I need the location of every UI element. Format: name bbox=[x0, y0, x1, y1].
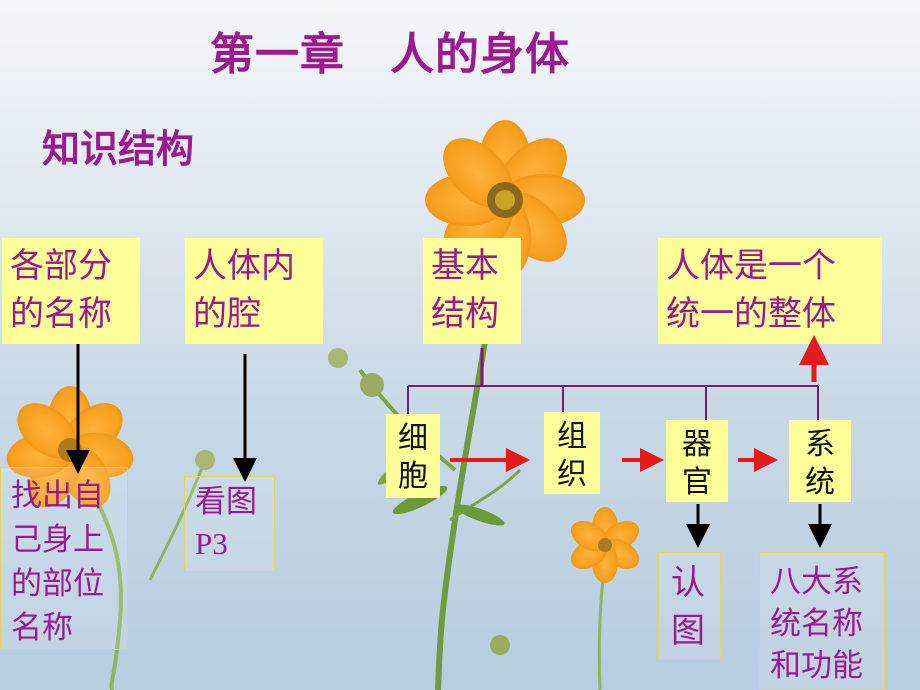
find-note-line-2: 己身上 bbox=[11, 522, 104, 558]
see-note-line-1: 看图 bbox=[195, 484, 257, 520]
tissue-char-2: 织 bbox=[557, 457, 587, 492]
recognize-figure-note: 认 图 bbox=[658, 552, 721, 660]
find-note-line-3: 的部位 bbox=[11, 566, 104, 602]
find-note-line-4: 名称 bbox=[11, 610, 73, 646]
part-names-line-1: 各部分 bbox=[10, 246, 112, 286]
basic-structure-box: 基本 结构 bbox=[423, 238, 521, 344]
system-char-1: 系 bbox=[805, 427, 835, 462]
part-names-line-2: 的名称 bbox=[10, 294, 112, 334]
part-names-box: 各部分 的名称 bbox=[2, 238, 140, 344]
body-cavity-line-2: 的腔 bbox=[193, 294, 261, 334]
see-figure-note: 看图 P3 bbox=[184, 476, 275, 572]
see-note-line-2: P3 bbox=[195, 526, 228, 561]
slide-title: 第一章 人的身体 bbox=[210, 29, 570, 80]
eight-systems-note: 八大系 统名称 和功能 bbox=[759, 552, 885, 690]
system-box: 系 统 bbox=[789, 420, 851, 502]
organ-char-2: 官 bbox=[682, 465, 712, 500]
tissue-box: 组 织 bbox=[544, 412, 600, 494]
find-body-parts-note: 找出自 己身上 的部位 名称 bbox=[0, 467, 128, 650]
find-note-line-1: 找出自 bbox=[11, 478, 104, 514]
section-heading: 知识结构 bbox=[42, 127, 195, 171]
body-cavity-line-1: 人体内 bbox=[193, 246, 295, 286]
unified-whole-line-1: 人体是一个 bbox=[666, 246, 836, 286]
cell-char-2: 胞 bbox=[398, 459, 428, 494]
organ-box: 器 官 bbox=[666, 420, 728, 502]
unified-whole-line-2: 统一的整体 bbox=[666, 294, 836, 334]
system-char-2: 统 bbox=[805, 465, 835, 500]
recognize-note-line-1: 认 bbox=[671, 563, 705, 603]
tissue-char-1: 组 bbox=[557, 419, 587, 454]
cell-box: 细 胞 bbox=[386, 414, 440, 498]
organ-char-1: 器 bbox=[682, 427, 712, 462]
recognize-note-line-2: 图 bbox=[671, 611, 705, 651]
basic-structure-line-1: 基本 bbox=[431, 246, 499, 286]
systems-note-line-3: 和功能 bbox=[770, 648, 863, 684]
body-cavity-box: 人体内 的腔 bbox=[185, 238, 323, 344]
systems-note-line-2: 统名称 bbox=[770, 606, 863, 642]
systems-note-line-1: 八大系 bbox=[770, 564, 863, 600]
cell-char-1: 细 bbox=[398, 421, 428, 456]
unified-whole-box: 人体是一个 统一的整体 bbox=[658, 238, 882, 344]
basic-structure-line-2: 结构 bbox=[431, 294, 499, 334]
